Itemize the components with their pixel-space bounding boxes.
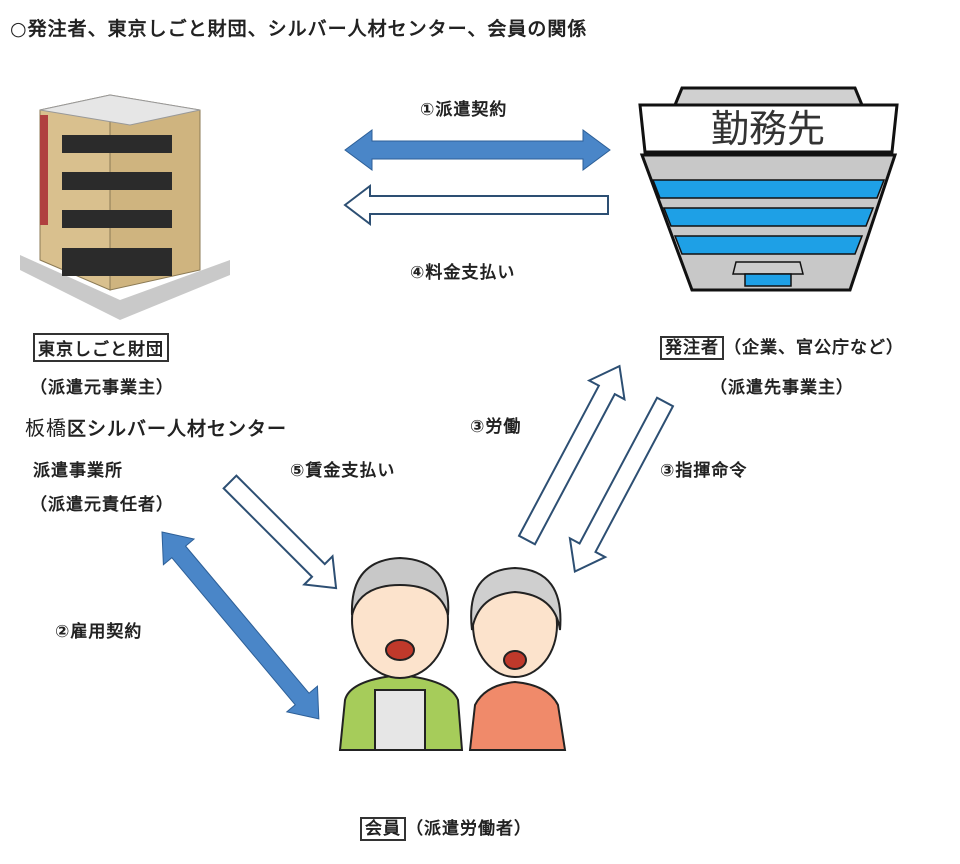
right-party-name: 発注者 — [660, 336, 724, 360]
members-illustration — [338, 556, 567, 751]
right-party-role: （派遣先事業主） — [710, 378, 854, 398]
office-sign-text: 勤務先 — [711, 107, 825, 151]
label-command: ③指揮命令 — [660, 461, 748, 481]
member-name: 会員 — [360, 817, 406, 841]
member-label: 会員（派遣労働者） — [360, 814, 532, 841]
command-arrow — [568, 396, 675, 574]
label-dispatch-contract: ①派遣契約 — [420, 100, 508, 120]
label-wage-payment: ⑤賃金支払い — [290, 461, 396, 481]
page-title: ○発注者、東京しごと財団、シルバー人材センター、会員の関係 — [10, 18, 588, 40]
left-party-role: （派遣元事業主） — [30, 378, 174, 398]
fee-payment-arrow — [343, 183, 609, 227]
right-party: 発注者（企業、官公庁など） — [660, 333, 904, 360]
label-labor: ③労働 — [470, 417, 522, 437]
center-prefix: 板橋 — [25, 416, 67, 440]
label-fee-payment: ④料金支払い — [410, 263, 516, 283]
label-employment-contract: ②雇用契約 — [55, 622, 143, 642]
labor-arrow — [517, 364, 626, 546]
employment-contract-double-arrow — [161, 531, 320, 720]
dispatch-responsible: （派遣元責任者） — [30, 495, 174, 515]
contract-double-arrow — [344, 129, 611, 171]
left-party-name: 東京しごと財団 — [33, 333, 169, 362]
silver-center-name: 板橋区シルバー人材センター — [25, 412, 287, 441]
center-name: 区シルバー人材センター — [67, 418, 288, 440]
wage-payment-arrow — [222, 474, 338, 590]
dispatch-origin-building-icon — [20, 94, 230, 320]
dispatch-office: 派遣事業所 — [33, 461, 123, 481]
right-party-examples: （企業、官公庁など） — [724, 338, 904, 358]
workplace-building-icon — [638, 86, 899, 292]
member-role: （派遣労働者） — [406, 819, 532, 839]
